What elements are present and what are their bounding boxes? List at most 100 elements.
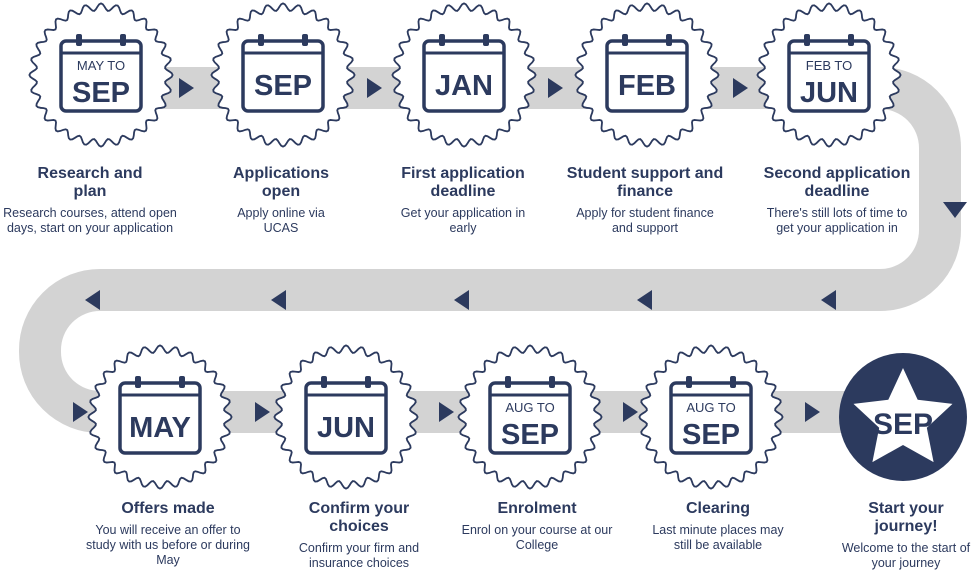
badge-month-top: MAY TO: [77, 58, 125, 73]
calendar-ring-1: [302, 34, 308, 46]
stage-description: Get your application in early: [400, 206, 526, 235]
calendar-icon: FEB TO JUN: [787, 34, 871, 113]
stage-badge-2: SEP: [210, 2, 356, 148]
calendar-icon: AUG TO SEP: [669, 376, 753, 455]
calendar-icon: MAY: [118, 376, 202, 455]
calendar-ring-1: [179, 376, 185, 388]
calendar-ring-1: [120, 34, 126, 46]
badge-month-top: FEB TO: [806, 58, 852, 73]
badge-month: MAY: [129, 412, 191, 444]
calendar-icon: FEB: [605, 34, 689, 113]
stage-description: Research courses, attend open days, star…: [3, 206, 177, 235]
stage-description: Enrol on your course at our College: [461, 523, 613, 552]
calendar-ring-0: [686, 376, 692, 388]
stage-description: Confirm your firm and insurance choices: [298, 541, 420, 570]
calendar-frame: [605, 39, 689, 113]
arrow-left-2: [454, 290, 469, 310]
badge-month: JAN: [435, 70, 493, 102]
calendar-ring-0: [622, 34, 628, 46]
stage-title: Start your journey!: [868, 500, 944, 535]
calendar-frame: [669, 381, 753, 455]
stage-badge-5: FEB TO JUN: [756, 2, 902, 148]
stage-badge-7: JUN: [273, 344, 419, 490]
calendar-ring-0: [439, 34, 445, 46]
calendar-frame: [422, 39, 506, 113]
stage-badge-10: SEP: [839, 353, 967, 481]
stage-title: Offers made: [121, 500, 215, 517]
calendar-icon: MAY TO SEP: [59, 34, 143, 113]
badge-month-top: AUG TO: [505, 400, 554, 415]
stage-badge-1: MAY TO SEP: [28, 2, 174, 148]
stage-description: You will receive an offer to study with …: [86, 523, 250, 567]
badge-month: SEP: [501, 419, 559, 451]
arrow-left-0: [85, 290, 100, 310]
calendar-ring-0: [804, 34, 810, 46]
badge-month: SEP: [254, 70, 312, 102]
calendar-icon: AUG TO SEP: [488, 376, 572, 455]
calendar-icon: JAN: [422, 34, 506, 113]
badge-month: SEP: [682, 419, 740, 451]
arrow-left-4: [821, 290, 836, 310]
stage-badge-3: JAN: [391, 2, 537, 148]
badge-month: SEP: [873, 408, 933, 441]
badge-month-top: AUG TO: [686, 400, 735, 415]
calendar-frame: [59, 39, 143, 113]
stage-title: First application deadline: [401, 165, 525, 200]
calendar-ring-1: [730, 376, 736, 388]
calendar-icon: JUN: [304, 376, 388, 455]
badge-month: JUN: [800, 77, 858, 109]
stage-title: Student support and finance: [566, 165, 724, 200]
arrow-right-bottom-3: [623, 402, 638, 422]
calendar-ring-0: [258, 34, 264, 46]
stage-title: Confirm your choices: [308, 500, 410, 535]
calendar-ring-1: [483, 34, 489, 46]
arrow-right-bottom-4: [805, 402, 820, 422]
calendar-frame: [488, 381, 572, 455]
stage-description: Apply online via UCAS: [237, 206, 325, 235]
stage-title: Clearing: [685, 500, 750, 517]
track-path: [19, 67, 961, 433]
calendar-frame: [787, 39, 871, 113]
calendar-frame: [304, 381, 388, 455]
arrow-right-bottom-2: [439, 402, 454, 422]
arrow-right-top-0: [179, 78, 194, 98]
stage-10: Start your journey! Welcome to the start …: [831, 500, 978, 571]
stage-description: Last minute places may still be availabl…: [652, 523, 784, 552]
badge-month: JUN: [317, 412, 375, 444]
arrow-right-top-1: [367, 78, 382, 98]
stage-description: Welcome to the start of your journey: [841, 541, 971, 570]
arrow-left-1: [271, 290, 286, 310]
stage-title: Research and plan: [37, 165, 143, 200]
arrow-right-top-3: [733, 78, 748, 98]
stage-badge-8: AUG TO SEP: [457, 344, 603, 490]
calendar-ring-1: [549, 376, 555, 388]
calendar-ring-1: [666, 34, 672, 46]
stage-title: Enrolment: [497, 500, 577, 517]
badge-month: SEP: [72, 77, 130, 109]
calendar-frame: [241, 39, 325, 113]
stage-title: Second application deadline: [763, 165, 911, 200]
stage-description: There's still lots of time to get your a…: [766, 206, 908, 235]
arrow-down: [943, 202, 967, 218]
stage-badge-4: FEB: [574, 2, 720, 148]
calendar-icon: SEP: [241, 34, 325, 113]
calendar-ring-0: [505, 376, 511, 388]
stage-title: Applications open: [232, 165, 329, 200]
stage-badge-6: MAY: [87, 344, 233, 490]
calendar-ring-0: [321, 376, 327, 388]
arrow-left-3: [637, 290, 652, 310]
arrow-right-top-2: [548, 78, 563, 98]
calendar-ring-1: [848, 34, 854, 46]
stage-badge-9: AUG TO SEP: [638, 344, 784, 490]
arrow-right-bottom-0: [73, 402, 88, 422]
calendar-ring-0: [135, 376, 141, 388]
